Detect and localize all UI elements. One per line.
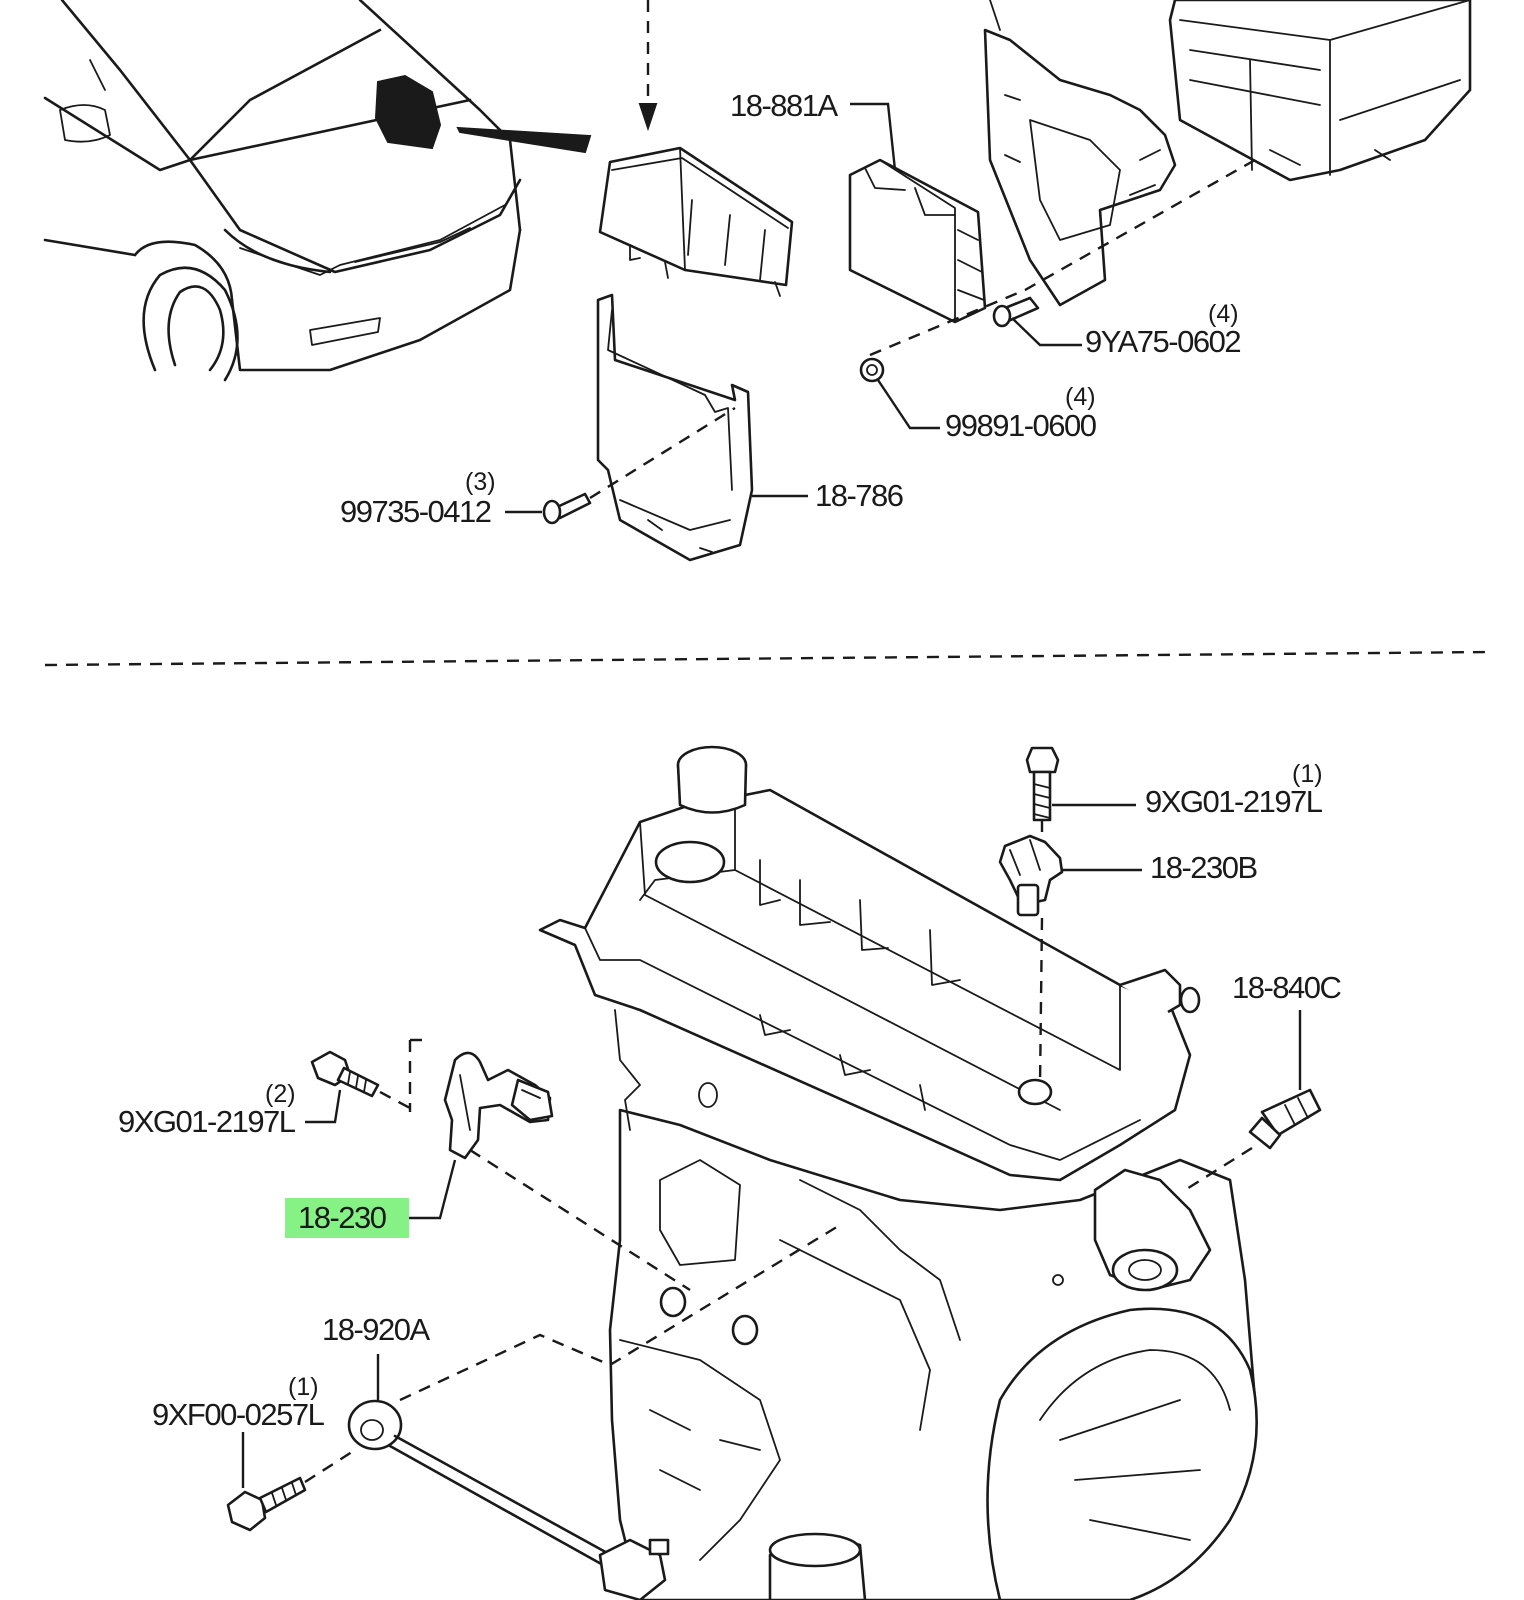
ecm-bolt-guide-line [869,158,1256,357]
label-knock-sensor[interactable]: 18-920A [322,1312,432,1347]
arrow-head-icon [638,103,658,132]
label-cam-sensor[interactable]: 18-230B [1150,850,1259,885]
qty-ecm-nut: (4) [1065,383,1096,411]
section-divider [44,650,1491,667]
bolt-9ya75-illustration [992,296,1082,347]
crank-sensor-illustration [408,1038,691,1292]
label-temp-sensor[interactable]: 18-840C [1232,970,1343,1005]
car-illustration [43,0,592,382]
knock-sensor-illustration [347,1223,841,1600]
qty-cam-sensor-bolt: (1) [1292,760,1323,788]
label-crank-sensor[interactable]: 18-230 [298,1200,388,1235]
ecm-bracket-illustration [596,293,754,562]
label-ecm-cover[interactable]: 18-881A [730,88,840,123]
cam-sensor-guide-line [1038,917,1044,1086]
temp-sensor-illustration [1184,1010,1322,1192]
nut-99891-illustration [859,357,940,430]
ecm-cover-illustration [598,146,794,297]
label-ecm-bracket[interactable]: 18-786 [815,478,904,513]
qty-crank-sensor-bolt: (2) [265,1080,296,1108]
highlight-crank-sensor-label [285,1198,409,1238]
ecm-unit-illustration [848,158,987,324]
ecm-housing-illustration [1168,0,1472,182]
ecm-mount-plate-illustration [983,0,1177,307]
cam-sensor-illustration [998,834,1142,917]
label-bracket-bolt[interactable]: 99735-0412 [340,494,492,529]
label-crank-sensor-bolt[interactable]: 9XG01-2197L [118,1104,297,1139]
label-knock-sensor-bolt[interactable]: 9XF00-0257L [152,1397,326,1432]
qty-knock-sensor-bolt: (1) [288,1373,319,1401]
label-ecm-nut[interactable]: 99891-0600 [945,408,1098,443]
label-cam-sensor-bolt[interactable]: 9XG01-2197L [1145,784,1324,819]
qty-ecm-bolt: (4) [1208,300,1239,328]
label-ecm-bolt[interactable]: 9YA75-0602 [1085,324,1242,359]
knock-sensor-bolt-illustration [226,1432,356,1532]
engine-illustration [538,745,1258,1600]
crank-sensor-bolt-illustration [305,1050,411,1124]
qty-bracket-bolt: (3) [465,468,496,496]
bolt-99735-illustration [505,406,736,525]
cam-sensor-bolt-illustration [1025,746,1136,822]
ecm-cover-leader [850,102,897,171]
